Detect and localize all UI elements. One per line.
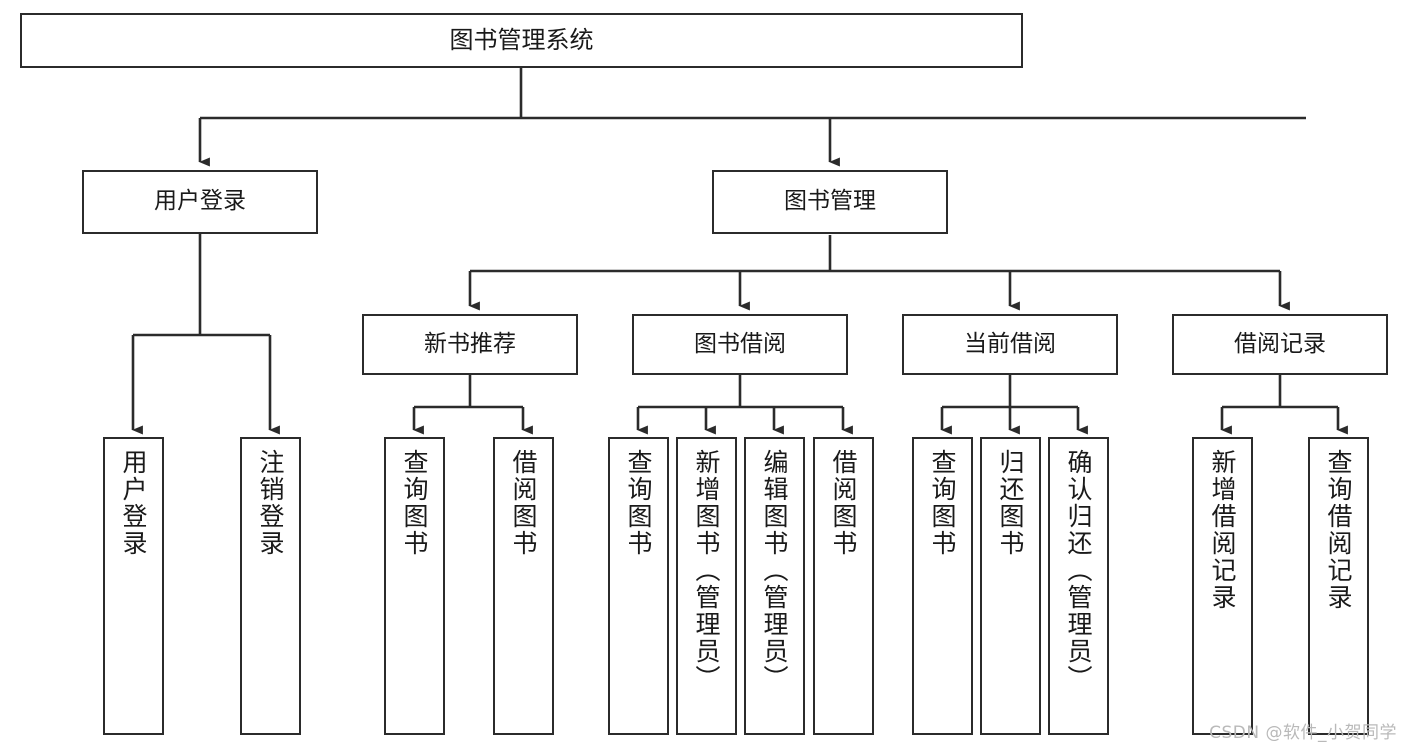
leaf-query-book-2[interactable]: 查询图书: [608, 437, 669, 735]
node-book-borrow[interactable]: 图书借阅: [632, 314, 848, 375]
node-label: 新增图书（管理员）: [692, 449, 721, 692]
leaf-logout[interactable]: 注销登录: [240, 437, 301, 735]
node-label: 借阅图书: [509, 449, 538, 557]
node-book-manage[interactable]: 图书管理: [712, 170, 948, 234]
node-label: 当前借阅: [964, 330, 1056, 357]
node-label: 图书借阅: [694, 330, 786, 357]
node-user-login[interactable]: 用户登录: [82, 170, 318, 234]
node-label: 用户登录: [119, 449, 148, 557]
node-label: 查询借阅记录: [1324, 449, 1353, 611]
node-current-borrow[interactable]: 当前借阅: [902, 314, 1118, 375]
node-label: 用户登录: [154, 188, 246, 215]
node-label: 注销登录: [256, 449, 285, 557]
node-label: 图书管理: [784, 188, 876, 215]
node-label: 借阅记录: [1234, 330, 1326, 357]
node-label: 查询图书: [928, 449, 957, 557]
node-borrow-record[interactable]: 借阅记录: [1172, 314, 1388, 375]
leaf-query-book-3[interactable]: 查询图书: [912, 437, 973, 735]
node-label: 新增借阅记录: [1208, 449, 1237, 611]
node-label: 编辑图书（管理员）: [760, 449, 789, 692]
node-label: 归还图书: [996, 449, 1025, 557]
node-label: 查询图书: [624, 449, 653, 557]
leaf-borrow-book-1[interactable]: 借阅图书: [493, 437, 554, 735]
leaf-borrow-book-2[interactable]: 借阅图书: [813, 437, 874, 735]
leaf-confirm-return[interactable]: 确认归还（管理员）: [1048, 437, 1109, 735]
node-root-system[interactable]: 图书管理系统: [20, 13, 1023, 68]
node-new-book-rec[interactable]: 新书推荐: [362, 314, 578, 375]
leaf-edit-book[interactable]: 编辑图书（管理员）: [744, 437, 805, 735]
leaf-query-record[interactable]: 查询借阅记录: [1308, 437, 1369, 735]
leaf-return-book[interactable]: 归还图书: [980, 437, 1041, 735]
node-label: 查询图书: [400, 449, 429, 557]
csdn-watermark: CSDN @软件_小贺同学: [1209, 723, 1397, 743]
leaf-add-record[interactable]: 新增借阅记录: [1192, 437, 1253, 735]
node-label: 新书推荐: [424, 330, 516, 357]
node-label: 图书管理系统: [449, 26, 594, 55]
leaf-add-book[interactable]: 新增图书（管理员）: [676, 437, 737, 735]
leaf-query-book-1[interactable]: 查询图书: [384, 437, 445, 735]
node-label: 借阅图书: [829, 449, 858, 557]
node-label: 确认归还（管理员）: [1064, 449, 1093, 692]
leaf-user-login[interactable]: 用户登录: [103, 437, 164, 735]
